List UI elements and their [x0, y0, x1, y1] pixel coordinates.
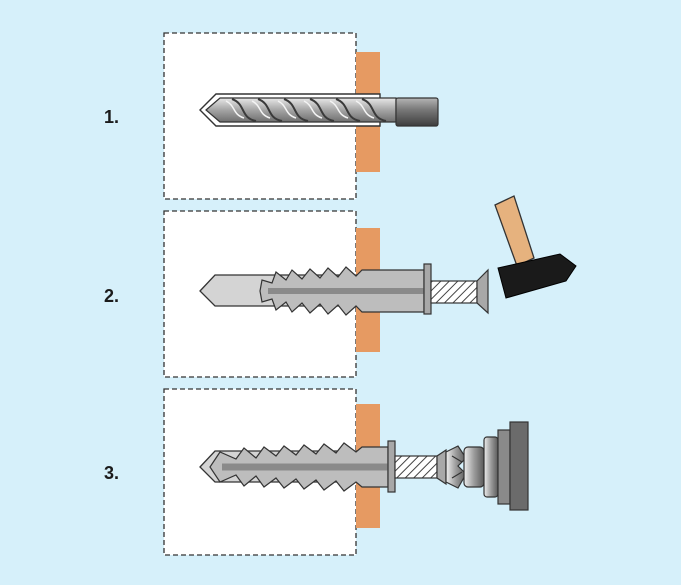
step-2-number: 2.: [104, 286, 120, 306]
step-3-number: 3.: [104, 463, 120, 483]
screwdriver-bit-icon: [445, 421, 529, 511]
screw: [430, 268, 489, 315]
wall-plug: [259, 263, 432, 316]
step-3-panel: [163, 388, 529, 556]
step-1-number: 1.: [104, 107, 120, 127]
drill-bit-icon: [199, 93, 439, 127]
hammer-icon: [494, 195, 577, 299]
step-2-panel: [163, 195, 577, 378]
step-1-panel: [163, 32, 439, 200]
screw: [394, 448, 447, 486]
wall-plug: [209, 440, 396, 493]
